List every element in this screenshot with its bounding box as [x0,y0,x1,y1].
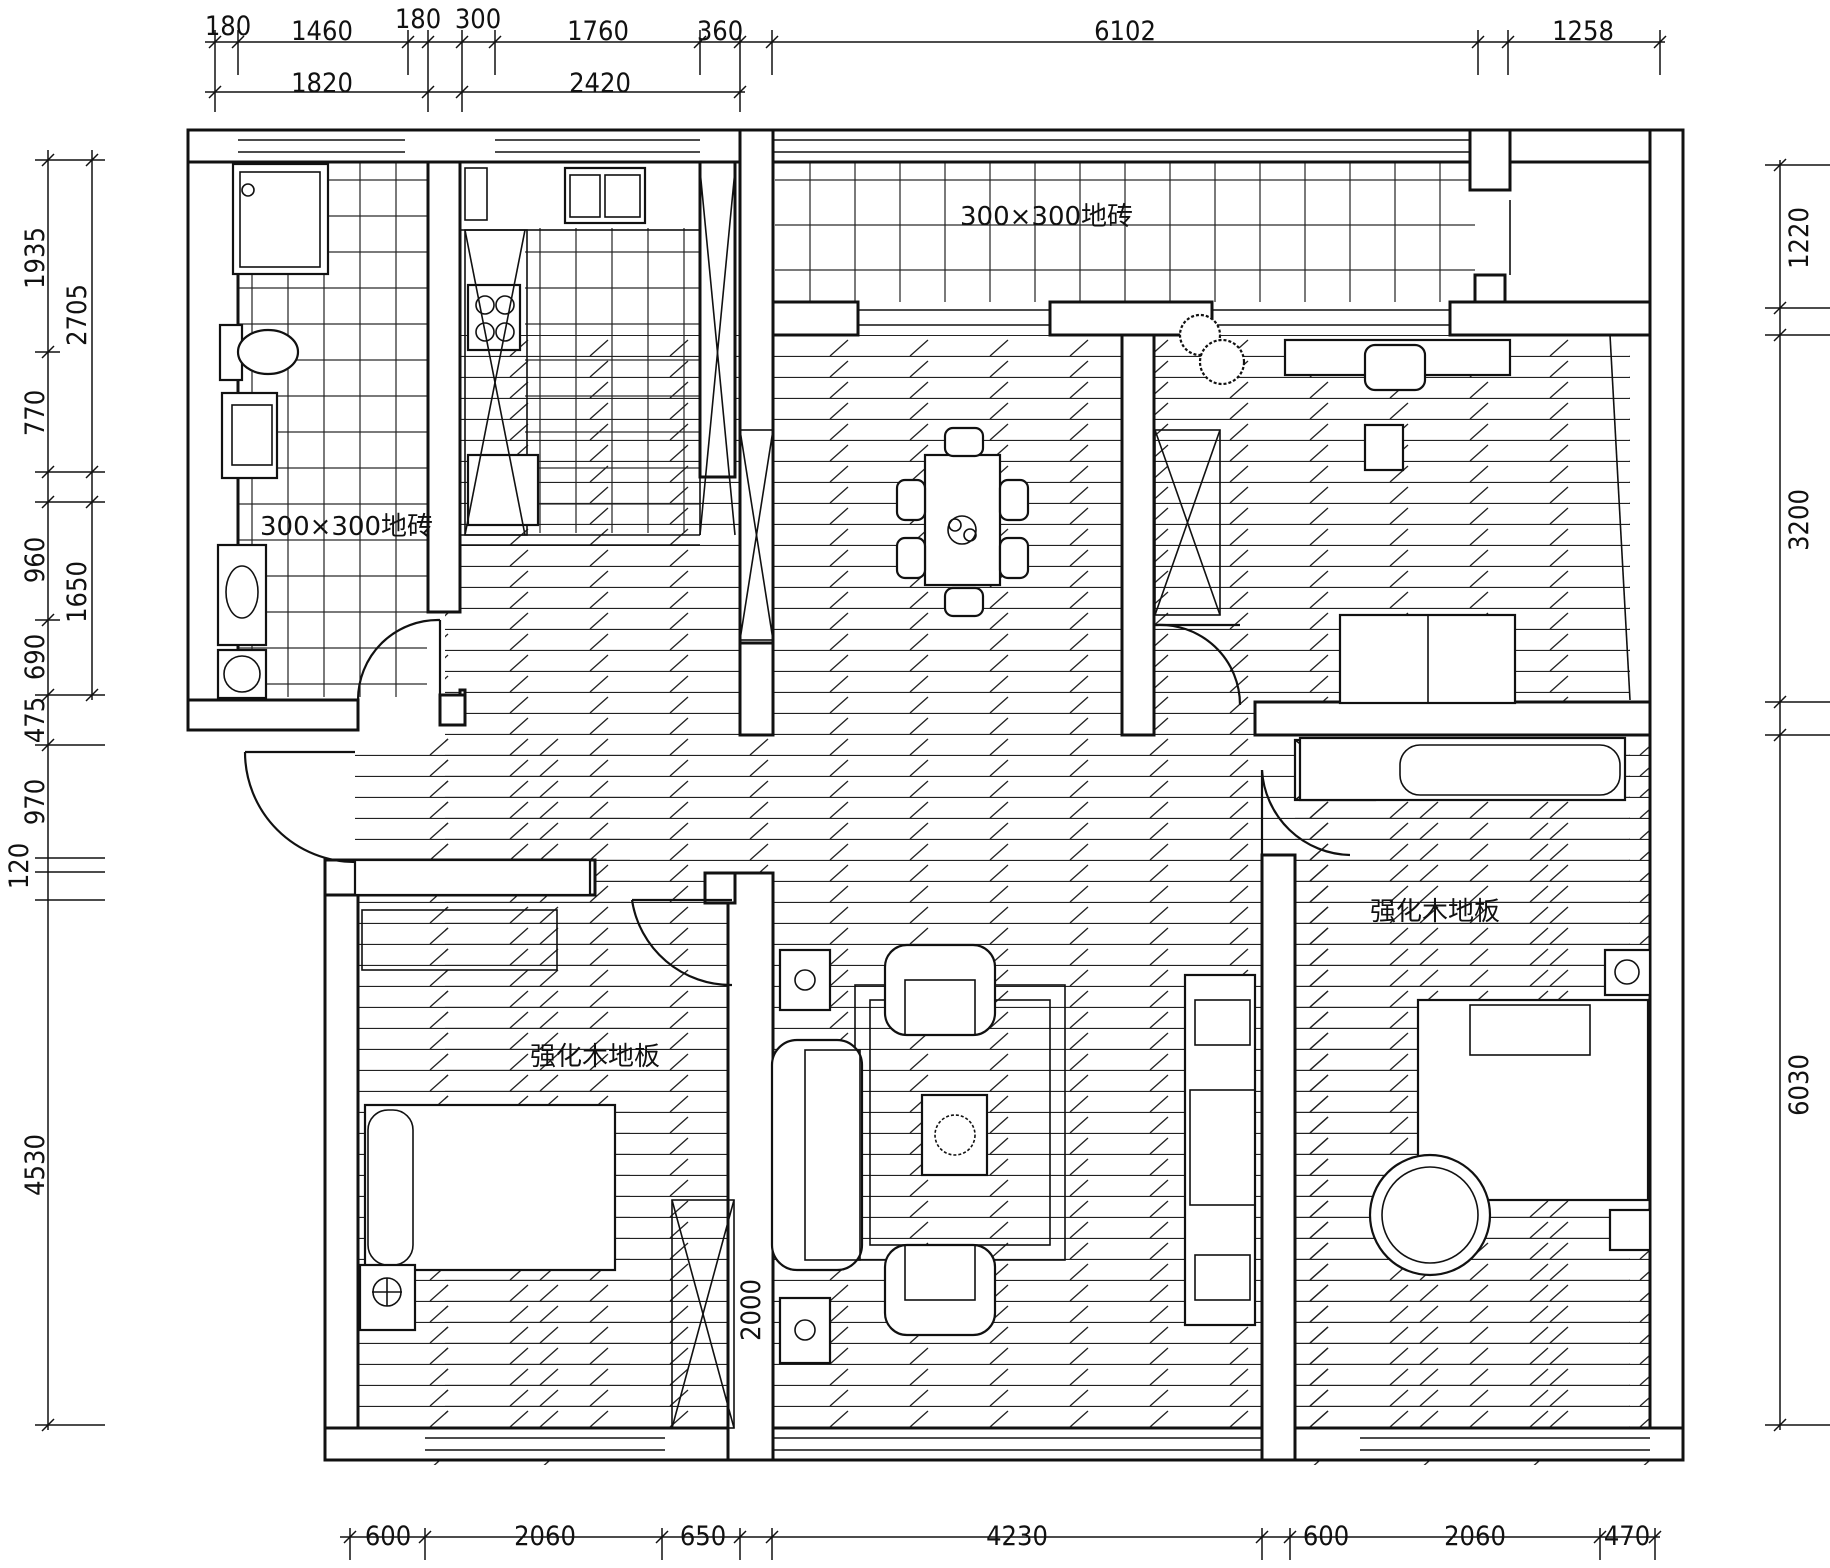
dim-bottom-2060b: 2060 [1444,1521,1506,1552]
wardrobe-length-label: 2000 [736,1279,767,1341]
dining-set [739,426,1030,641]
dim-bottom-2060a: 2060 [514,1521,576,1552]
dimension-labels: 180 1460 180 300 1760 360 6102 1258 1820… [4,4,1815,1552]
dim-left-970: 970 [20,779,51,825]
study-furniture [1154,313,1517,705]
left-bedroom-floor-label: 强化木地板 [530,1042,660,1072]
dim-left-770: 770 [20,390,51,436]
dim-bottom-4230: 4230 [986,1521,1048,1552]
dim-bottom-600a: 600 [365,1521,411,1552]
balcony-floor-label: 300×300地砖 [960,202,1133,232]
dim-left-1650: 1650 [62,561,93,623]
dim-top-1820: 1820 [291,68,353,99]
windows [238,139,1650,1451]
dim-bottom-470: 470 [1604,1521,1650,1552]
dim-left-4530: 4530 [20,1134,51,1196]
plant-icon-2 [1198,338,1246,386]
dim-right-3200: 3200 [1784,489,1815,551]
dim-top-300: 300 [455,4,501,35]
bathroom-floor-label: 300×300地砖 [260,512,433,542]
dimension-lines [35,30,1830,1560]
dim-top-1258: 1258 [1552,16,1614,47]
dim-left-120: 120 [4,843,35,889]
dim-left-1935: 1935 [20,227,51,289]
doors [243,618,1351,987]
dim-left-2705: 2705 [62,284,93,346]
dim-top-1760: 1760 [567,16,629,47]
left-bedroom-furniture: 2000 [353,858,767,1429]
dim-right-6030: 6030 [1784,1054,1815,1116]
dim-top-6102: 6102 [1094,16,1156,47]
dim-left-690: 690 [20,634,51,680]
bathroom-fixtures [216,162,488,700]
dim-top-360: 360 [697,16,743,47]
kitchen-fixtures [459,161,736,546]
dim-left-475: 475 [20,697,51,743]
room-labels: 300×300地砖 300×300地砖 强化木地板 强化木地板 [260,202,1500,1072]
right-bedroom-furniture [1298,736,1652,1277]
dim-top-180b: 180 [395,4,441,35]
dim-bottom-600b: 600 [1303,1521,1349,1552]
dim-top-2420: 2420 [569,68,631,99]
dim-bottom-650: 650 [680,1521,726,1552]
dim-left-960: 960 [20,537,51,583]
right-bedroom-floor-label: 强化木地板 [1370,897,1500,927]
dim-top-180a: 180 [205,11,251,42]
dim-right-1220: 1220 [1784,207,1815,269]
dim-top-1460: 1460 [291,16,353,47]
